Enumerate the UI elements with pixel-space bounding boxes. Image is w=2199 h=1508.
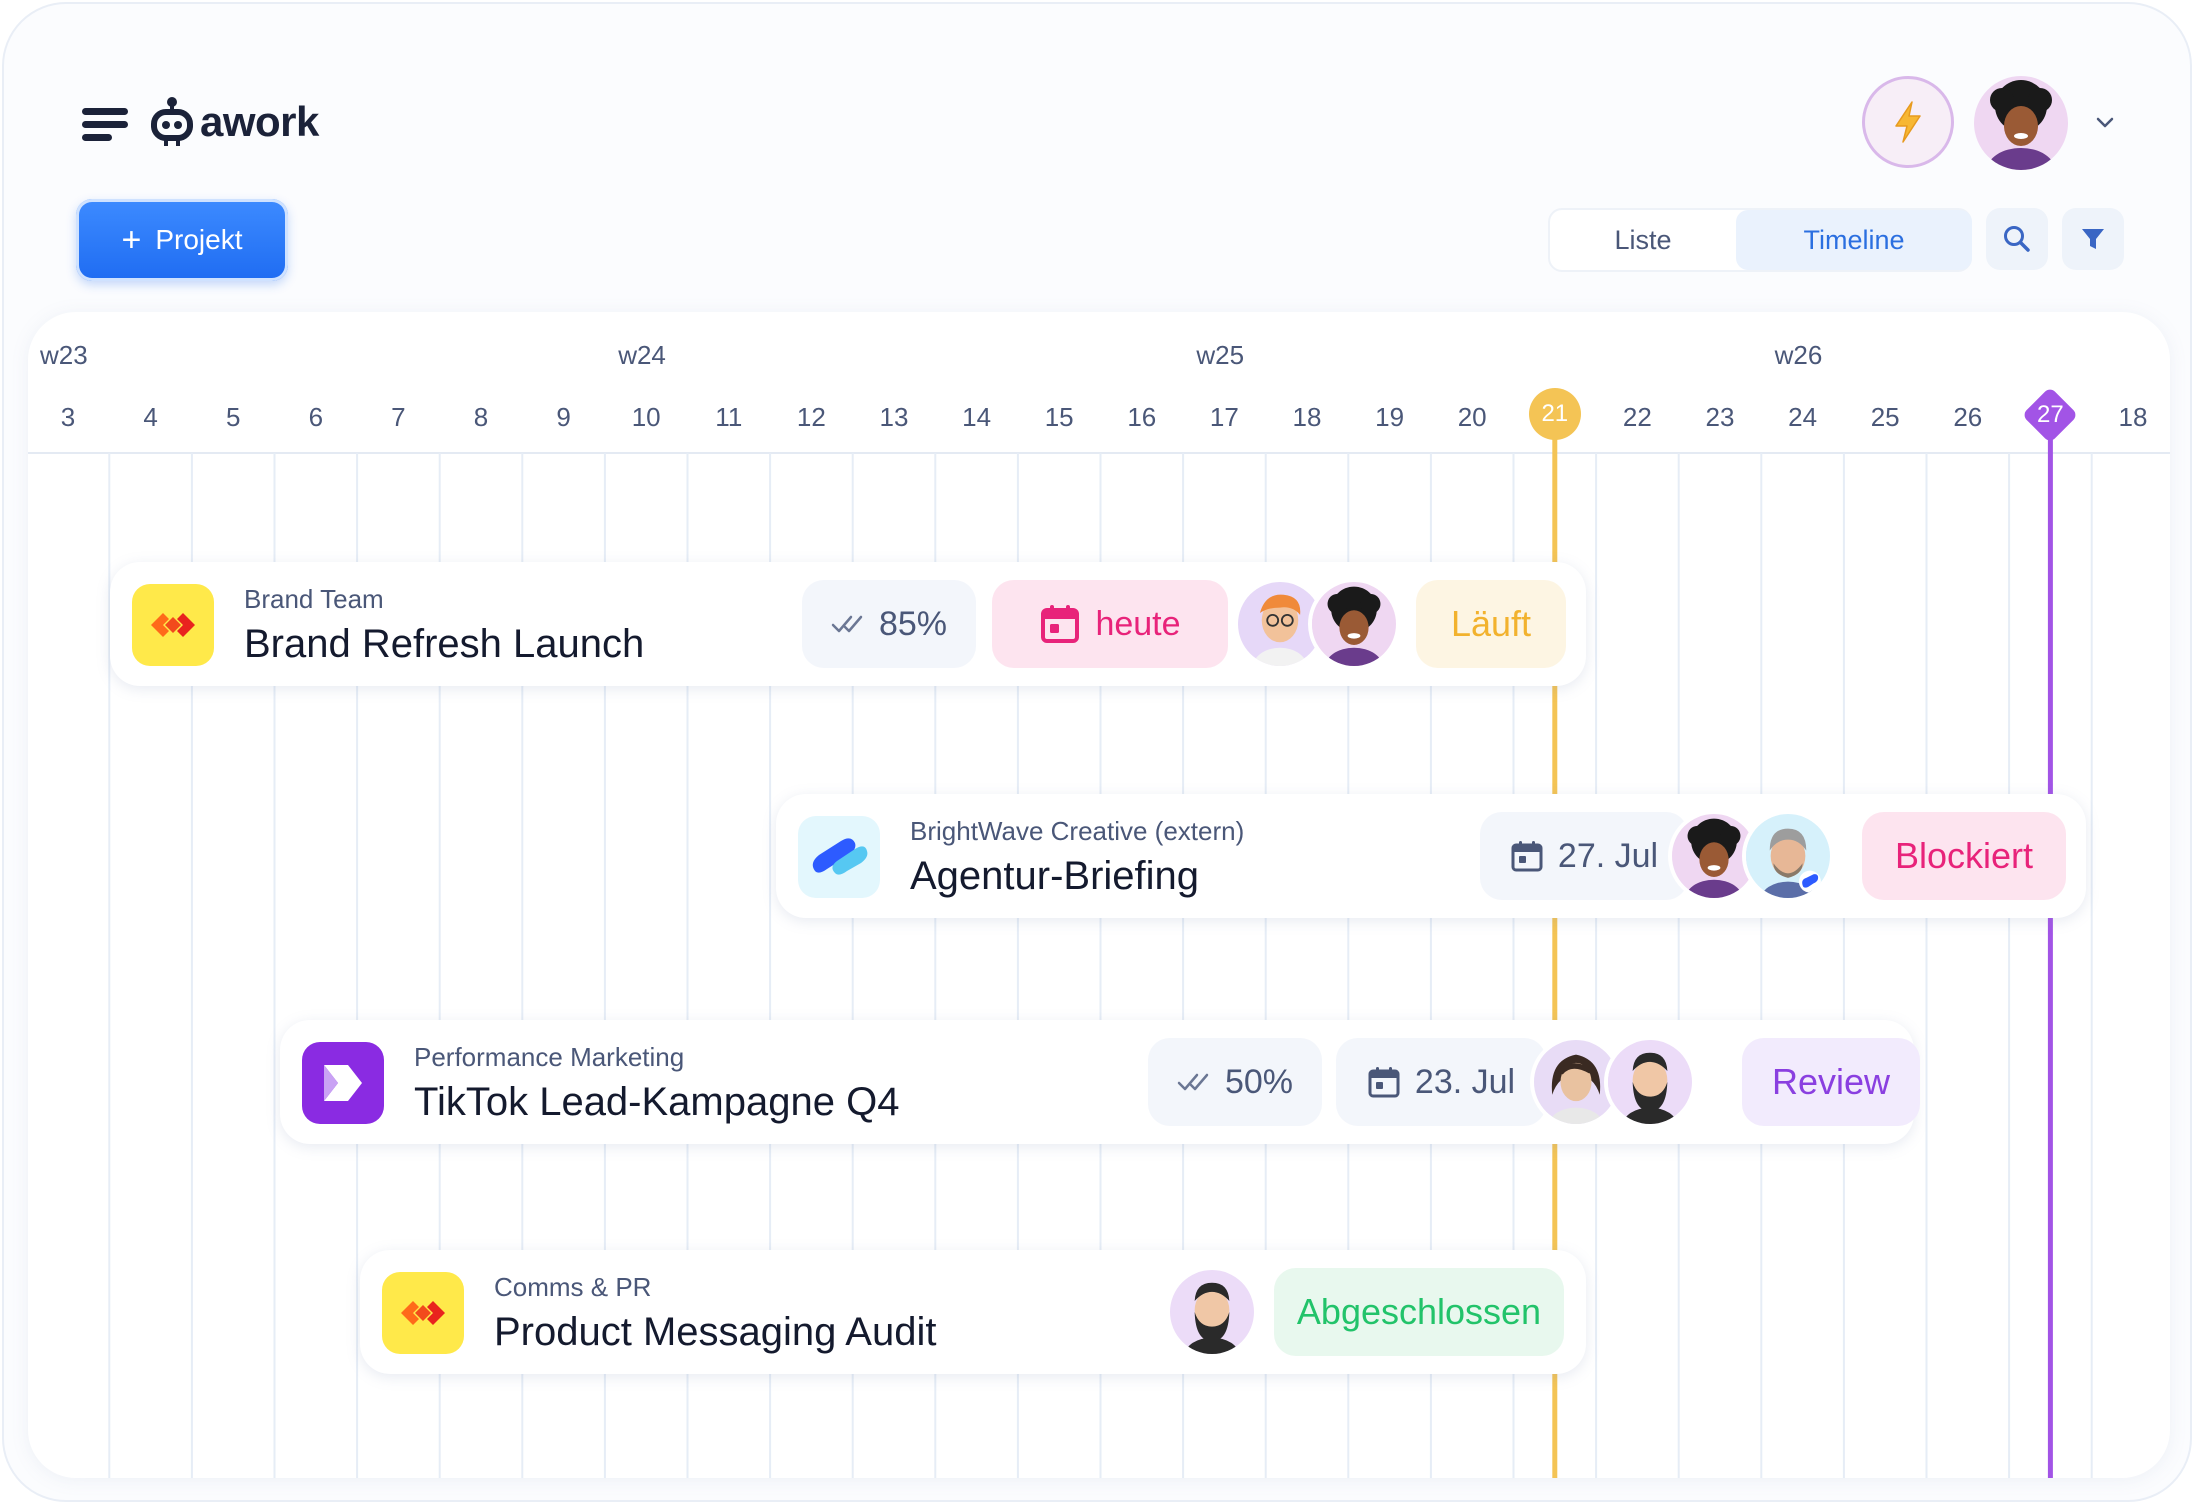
project-name: Product Messaging Audit	[494, 1310, 937, 1354]
new-project-button[interactable]: + Projekt	[76, 199, 288, 281]
deadline-marker[interactable]: 27	[2021, 386, 2079, 444]
day-label: 16	[1127, 402, 1157, 432]
progress-value: 85%	[878, 604, 948, 643]
lightning-icon	[1895, 101, 1921, 143]
robot-icon	[151, 97, 193, 146]
assignee-avatars	[1668, 810, 1844, 902]
team-logo-icon	[302, 1042, 384, 1124]
day-label: 26	[1953, 402, 1983, 432]
new-project-label: Projekt	[155, 224, 243, 255]
day-label: 18	[1292, 402, 1322, 432]
team-name: BrightWave Creative (extern)	[910, 816, 1245, 846]
bolt-button[interactable]	[1862, 76, 1954, 168]
avatar[interactable]	[1604, 1036, 1696, 1128]
search-button[interactable]	[1986, 208, 2048, 270]
calendar-icon	[1041, 605, 1080, 643]
avatar[interactable]	[1668, 810, 1760, 902]
day-label: 22	[1622, 402, 1652, 432]
day-label: 11	[715, 402, 743, 432]
day-label: 5	[225, 402, 241, 432]
double-check-icon	[831, 615, 863, 633]
assignee-avatars	[1234, 578, 1410, 670]
plus-icon: +	[121, 221, 142, 259]
due-date-text: 23. Jul	[1414, 1062, 1516, 1101]
project-card[interactable]: BrightWave Creative (extern) Agentur-Bri…	[776, 794, 2086, 918]
assignee-avatars	[1166, 1266, 1266, 1358]
week-label: w23	[40, 340, 88, 370]
chevron-down-icon[interactable]	[2094, 112, 2116, 134]
view-toggle: Liste Timeline	[1548, 208, 1972, 272]
day-label: 13	[879, 402, 909, 432]
status-badge[interactable]: Läuft	[1416, 580, 1566, 668]
today-marker: 21	[1528, 388, 1581, 440]
user-avatar[interactable]	[1974, 76, 2068, 170]
search-icon	[2004, 226, 2030, 252]
tab-timeline[interactable]: Timeline	[1736, 210, 1972, 270]
progress-pill: 85%	[802, 580, 976, 668]
day-label: 12	[796, 402, 826, 432]
status-badge[interactable]: Abgeschlossen	[1274, 1268, 1564, 1356]
day-label: 9	[556, 402, 571, 432]
timeline-panel: 3 4 5 6 7 8 9 10 11 12 13 14 15 16 17 18 19 20 21 22 23 24 25 2…	[28, 312, 2170, 1478]
team-logo-icon	[798, 816, 880, 898]
project-name: Brand Refresh Launch	[244, 622, 645, 666]
team-logo-icon	[132, 584, 214, 666]
menu-icon[interactable]	[82, 108, 128, 142]
day-label: 18	[2118, 402, 2148, 432]
day-label: 20	[1457, 402, 1487, 432]
day-label: 10	[631, 402, 661, 432]
day-label: 17	[1209, 402, 1239, 432]
project-card[interactable]: Brand Team Brand Refresh Launch 85% heut…	[110, 562, 1586, 686]
due-date-pill: heute	[992, 580, 1228, 668]
tab-list[interactable]: Liste	[1614, 224, 1672, 255]
day-label: 24	[1788, 402, 1818, 432]
day-label: 15	[1044, 402, 1074, 432]
due-date-text: heute	[1095, 604, 1181, 643]
filter-icon	[2082, 229, 2104, 249]
due-date-pill: 27. Jul	[1480, 812, 1688, 900]
double-check-icon	[1177, 1073, 1209, 1091]
team-logo-icon	[382, 1272, 464, 1354]
calendar-icon	[1368, 1067, 1400, 1098]
progress-value: 50%	[1224, 1062, 1294, 1101]
week-label: w25	[1196, 340, 1245, 370]
status-badge[interactable]: Review	[1742, 1038, 1920, 1126]
avatar[interactable]	[1742, 810, 1834, 902]
day-label: 19	[1375, 402, 1405, 432]
progress-pill: 50%	[1148, 1038, 1322, 1126]
project-card[interactable]: Comms & PR Product Messaging Audit Abges…	[360, 1250, 1586, 1374]
logo[interactable]: awork	[150, 96, 319, 148]
day-label: 7	[391, 402, 406, 432]
avatar[interactable]	[1308, 578, 1400, 670]
day-label: 6	[308, 402, 324, 432]
team-name: Comms & PR	[494, 1272, 652, 1302]
day-label: 14	[962, 402, 992, 432]
brand-name: awork	[200, 98, 319, 145]
assignee-avatars	[1530, 1036, 1706, 1128]
calendar-icon	[1511, 841, 1543, 872]
team-name: Performance Marketing	[414, 1042, 685, 1072]
due-date-text: 27. Jul	[1557, 836, 1659, 875]
week-label: w24	[618, 340, 666, 370]
filter-button[interactable]	[2062, 208, 2124, 270]
week-label: w26	[1774, 340, 1823, 370]
avatar[interactable]	[1166, 1266, 1258, 1358]
day-label: 23	[1705, 402, 1735, 432]
project-card[interactable]: Performance Marketing TikTok Lead-Kampag…	[280, 1020, 1920, 1144]
avatar[interactable]	[1234, 578, 1326, 670]
status-badge[interactable]: Blockiert	[1862, 812, 2066, 900]
project-name: Agentur-Briefing	[910, 854, 1200, 898]
day-label: 25	[1870, 402, 1900, 432]
project-name: TikTok Lead-Kampagne Q4	[414, 1080, 900, 1124]
day-label: 8	[473, 402, 489, 432]
due-date-pill: 23. Jul	[1336, 1038, 1546, 1126]
day-label: 4	[143, 402, 158, 432]
team-name: Brand Team	[244, 584, 384, 614]
day-label: 3	[60, 402, 76, 432]
